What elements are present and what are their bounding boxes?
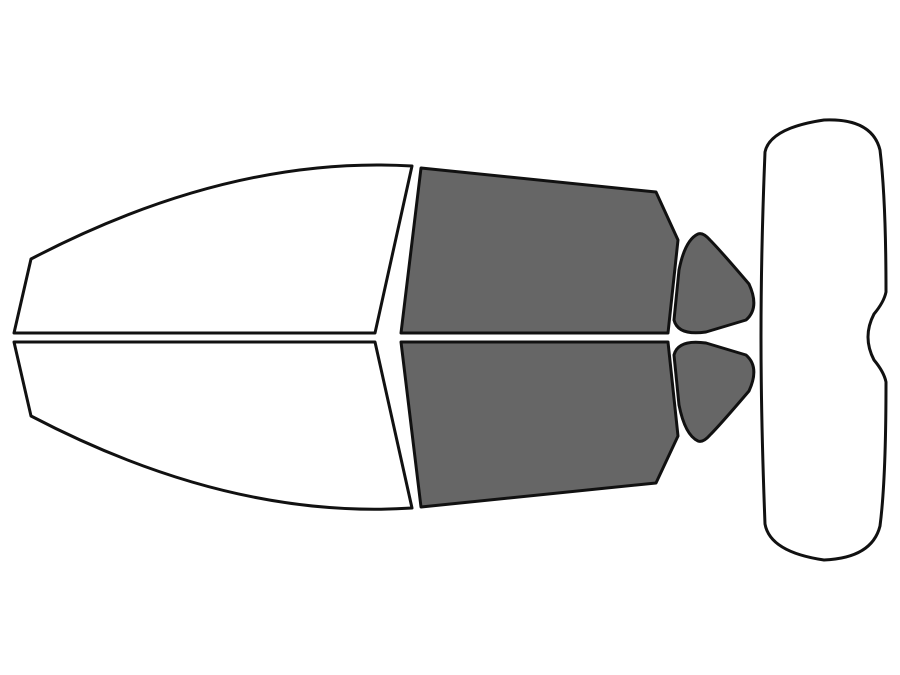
quarter-window-bottom[interactable]	[672, 340, 756, 443]
quarter-window-top[interactable]	[672, 232, 756, 335]
rear-door-window-bottom[interactable]	[399, 340, 680, 509]
front-door-window-bottom[interactable]	[12, 340, 414, 511]
rear-windshield[interactable]	[759, 118, 888, 562]
front-door-window-top[interactable]	[12, 163, 414, 335]
rear-door-window-top[interactable]	[399, 166, 680, 335]
